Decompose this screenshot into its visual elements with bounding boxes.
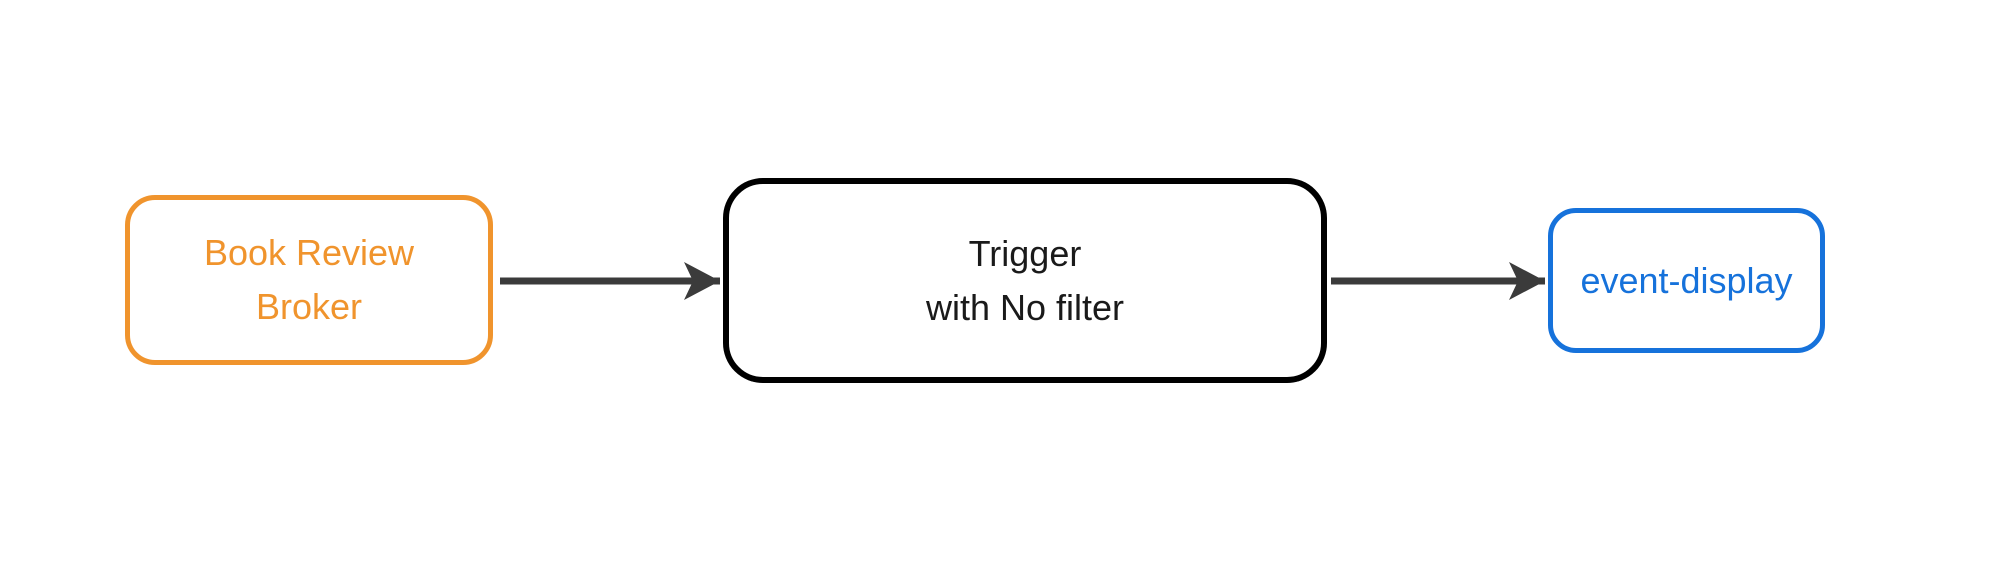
node-event-display: event-display (1548, 208, 1825, 353)
node-event-display-label: event-display (1580, 259, 1793, 301)
node-trigger-with-no-filter: Trigger with No filter (723, 178, 1327, 383)
node-book-review-broker-label: Book Review Broker (203, 232, 415, 327)
node-book-review-broker: Book Review Broker (125, 195, 493, 365)
node-trigger-label: Trigger with No filter (925, 232, 1125, 328)
